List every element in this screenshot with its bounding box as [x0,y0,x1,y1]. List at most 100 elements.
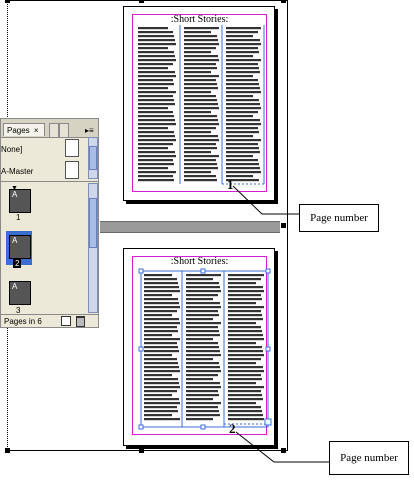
greeked-text-line [186,294,218,297]
page-thumb-1-number: 1 [16,213,21,222]
greeked-text-line [228,338,264,341]
greeked-text-line [144,410,178,413]
spread-handle-mr[interactable] [281,223,286,228]
greeked-text-line [138,143,173,146]
greeked-text-line [184,179,217,182]
greeked-text-line [184,79,216,82]
greeked-text-line [144,330,178,333]
masters-scroll-thumb[interactable] [89,146,97,170]
greeked-text-line [144,354,172,357]
greeked-text-line [184,139,219,142]
greeked-text-line [144,346,178,349]
greeked-text-line [144,322,180,325]
page-thumb-3-prefix: A [12,282,18,291]
greeked-text-line [184,171,211,174]
greeked-text-line [228,394,262,397]
thumb-marker-icon: ▼ [11,185,18,192]
greeked-text-line [226,71,260,74]
greeked-text-line [138,179,174,182]
greeked-text-line [228,334,263,337]
greeked-text-line [228,286,263,289]
spread-handle-tc[interactable] [139,0,144,3]
greeked-text-line [144,370,180,373]
greeked-text-line [186,414,220,417]
greeked-text-line [186,318,213,321]
greeked-text-line [226,151,260,154]
document-page-2[interactable]: :Short Stories: 2 [123,248,275,446]
greeked-text-line [226,111,258,114]
greeked-text-line [144,306,180,309]
greeked-text-line [228,306,264,309]
page-2-header: :Short Stories: [170,256,229,267]
pages-scroll-thumb[interactable] [89,198,97,248]
tab-stub-1[interactable] [49,123,59,138]
pages-status: Pages in 6 [4,317,42,326]
tab-close-icon[interactable]: × [33,126,39,135]
new-page-icon[interactable] [61,316,71,326]
greeked-text-line [144,290,180,293]
greeked-text-line [226,107,261,110]
master-none-label[interactable]: None] [1,145,23,154]
pages-scrollbar[interactable] [88,183,98,313]
greeked-text-line [184,59,219,62]
greeked-text-line [184,163,217,166]
page-thumb-2[interactable]: A [9,235,31,259]
greeked-text-line [144,378,178,381]
greeked-text-line [228,374,261,377]
greeked-text-line [144,418,180,421]
greeked-text-line [228,302,256,305]
greeked-text-line [186,378,213,381]
greeked-text-line [138,95,173,98]
greeked-text-line [138,91,176,94]
page-2-text-columns [138,268,272,430]
trash-icon[interactable] [76,316,85,327]
page-thumb-3[interactable]: A [9,281,31,305]
master-a-thumb[interactable] [65,161,79,179]
greeked-text-line [184,159,216,162]
greeked-text-line [226,39,260,42]
greeked-text-line [184,127,216,130]
greeked-text-line [228,386,264,389]
greeked-text-line [228,346,262,349]
greeked-text-line [226,67,259,70]
greeked-text-line [186,390,218,393]
greeked-text-line [138,31,173,34]
masters-scrollbar[interactable] [88,137,98,179]
greeked-text-line [138,71,175,74]
document-page-1[interactable]: :Short Stories: 1 [123,6,275,201]
greeked-text-line [228,290,264,293]
greeked-text-line [144,278,177,281]
spread-handle-bc[interactable] [139,448,144,453]
greeked-text-line [228,278,261,281]
greeked-text-line [228,414,263,417]
greeked-text-line [138,155,176,158]
tab-stub-2[interactable] [59,123,69,138]
spread-handle-bl[interactable] [5,448,10,453]
page-thumb-1[interactable]: A [9,189,31,213]
greeked-text-line [226,47,258,50]
greeked-text-line [144,282,178,285]
greeked-text-line [138,159,173,162]
greeked-text-line [184,91,211,94]
greeked-text-line [144,274,172,277]
greeked-text-line [184,131,211,134]
greeked-text-line [138,83,174,86]
spread-handle-tr[interactable] [281,0,286,3]
greeked-text-line [184,119,218,122]
spread-handle-br[interactable] [281,448,286,453]
greeked-text-line [184,43,219,46]
greeked-text-line [226,83,259,86]
page-thumb-3-number: 3 [16,306,21,315]
page-2-margin-guide [132,256,267,435]
panel-menu-icon[interactable]: ▸≡ [85,126,94,135]
greeked-text-line [138,135,175,138]
spread-bottom-edge [7,450,287,451]
master-a-label[interactable]: A-Master [1,167,34,176]
tab-pages[interactable]: Pages × [3,123,45,136]
greeked-text-line [228,366,263,369]
spread-handle-tl[interactable] [5,0,10,3]
greeked-text-line [184,35,217,38]
greeked-text-line [186,342,218,345]
master-none-thumb[interactable] [65,139,79,157]
greeked-text-line [226,131,259,134]
